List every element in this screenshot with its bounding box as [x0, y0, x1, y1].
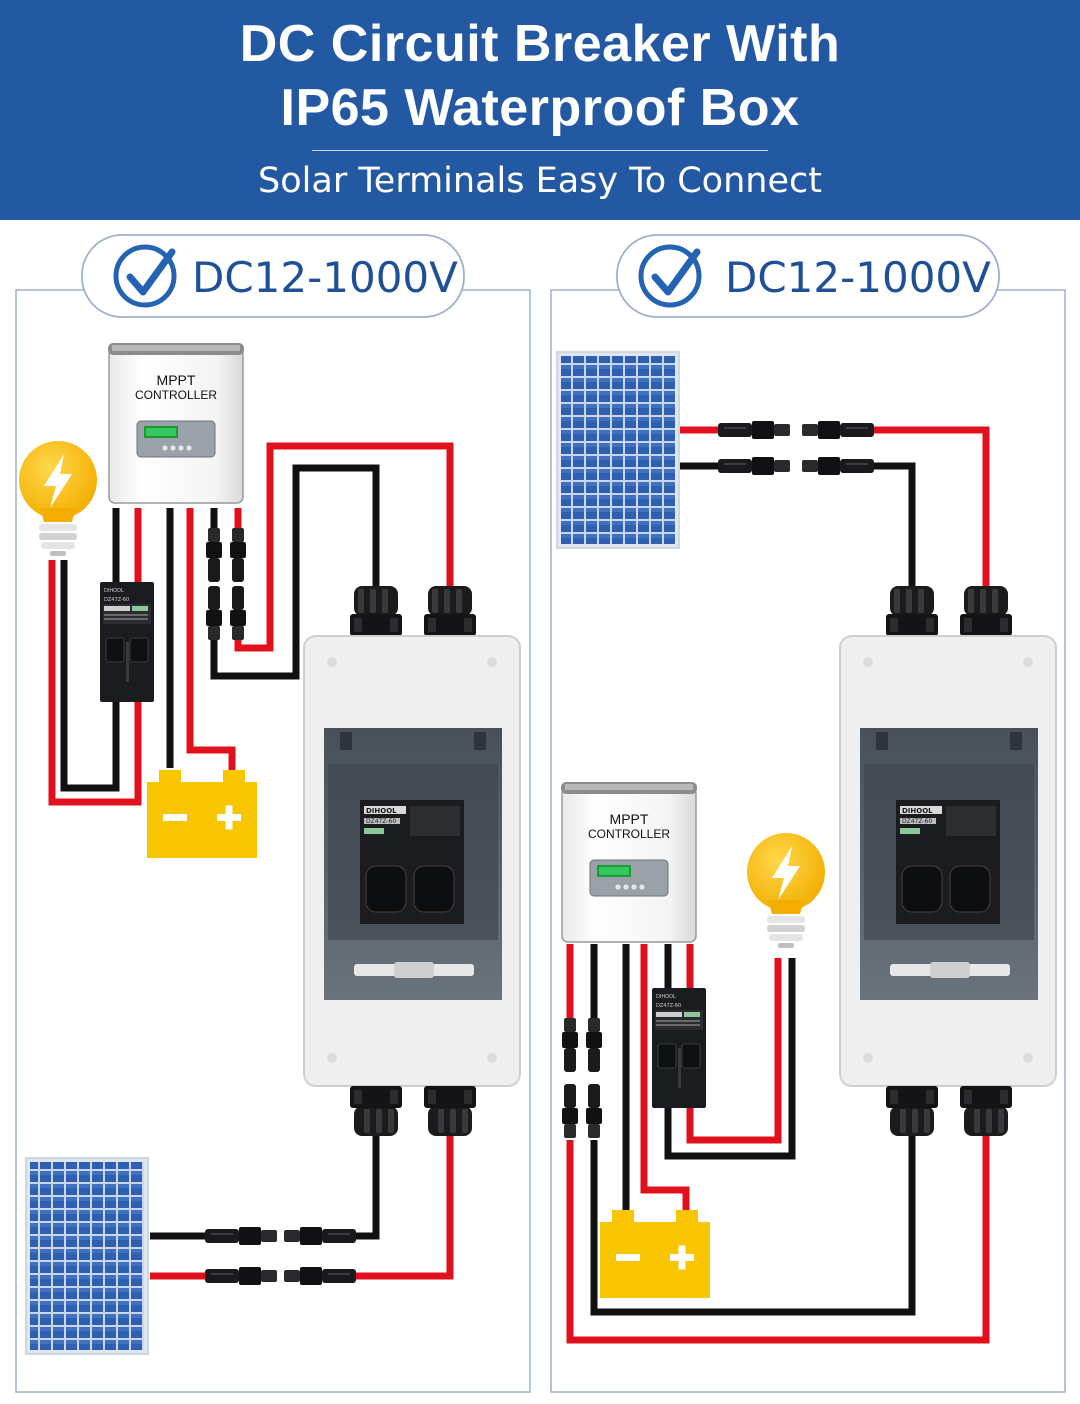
right-voltage-label: DC12-1000V: [725, 253, 991, 302]
right-waterproof-box: DIHOOL DZ47Z-60: [839, 586, 1057, 1136]
subtitle: Solar Terminals Easy To Connect: [258, 161, 822, 201]
right-small-breaker-brand: DIHOOL: [656, 994, 676, 1000]
left-voltage-label: DC12-1000V: [192, 253, 458, 302]
title-line-2: IP65 Waterproof Box: [280, 79, 800, 137]
left-controller-line1: MPPT: [157, 372, 196, 388]
right-panel: DC12-1000V: [550, 234, 1066, 1393]
right-battery: [600, 1210, 710, 1298]
right-light-bulb-icon: [747, 833, 825, 948]
left-waterproof-box: DIHOOL DZ47Z-60: [303, 586, 521, 1136]
left-mppt-controller: MPPT CONTROLLER: [107, 342, 245, 504]
right-small-breaker-model: DZ47Z-60: [656, 1003, 681, 1009]
right-controller-line1: MPPT: [610, 811, 649, 827]
left-small-breaker-model: DZ47Z-60: [104, 597, 129, 603]
right-voltage-badge: [616, 234, 1000, 318]
right-small-breaker: DIHOOL DZ47Z-60: [651, 987, 707, 1109]
header-banner: DC Circuit Breaker With IP65 Waterproof …: [0, 0, 1080, 220]
left-wiring: [48, 442, 454, 1280]
right-box-breaker-brand: DIHOOL: [902, 807, 933, 815]
title-line-1: DC Circuit Breaker With: [239, 15, 841, 73]
left-light-bulb-icon: [19, 441, 97, 556]
left-solar-panel: [25, 1157, 149, 1355]
right-box-breaker-model: DZ47Z-60: [902, 818, 932, 825]
left-voltage-badge: [81, 234, 465, 318]
check-badge-icon: [113, 244, 177, 308]
left-small-breaker-brand: DIHOOL: [104, 588, 124, 594]
right-wiring: [566, 426, 990, 1344]
right-mppt-controller: MPPT CONTROLLER: [560, 781, 698, 943]
left-box-breaker-brand: DIHOOL: [366, 807, 397, 815]
left-panel: DC12-1000V: [15, 234, 531, 1393]
check-badge-icon: [638, 244, 702, 308]
right-controller-line2: CONTROLLER: [588, 827, 670, 841]
left-box-breaker-model: DZ47Z-60: [366, 818, 396, 825]
left-battery: [147, 770, 257, 858]
header-divider: [312, 150, 768, 151]
left-small-breaker: DIHOOL DZ47Z-60: [99, 581, 155, 703]
right-solar-panel: [556, 351, 680, 549]
left-controller-line2: CONTROLLER: [135, 388, 217, 402]
